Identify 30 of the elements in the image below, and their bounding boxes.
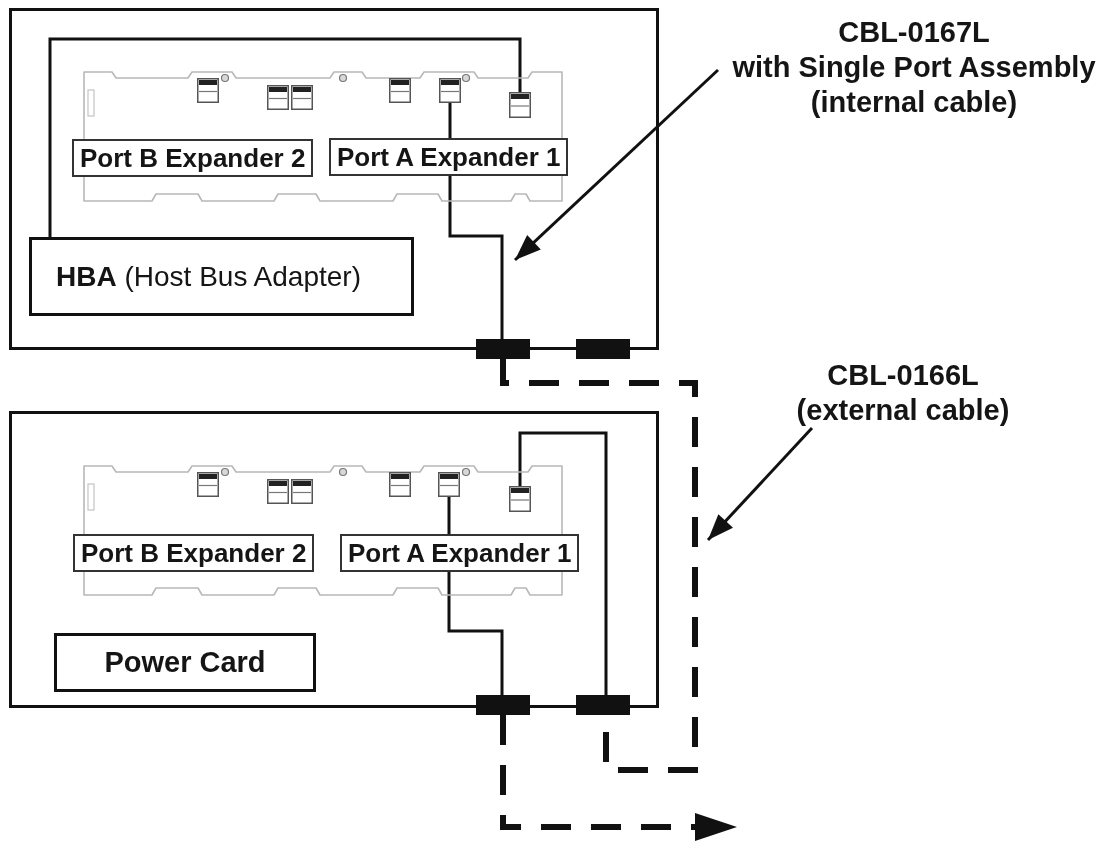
adapter-card: HBA (Host Bus Adapter) bbox=[29, 237, 414, 316]
cable-line bbox=[447, 497, 451, 534]
chassis-outline bbox=[9, 8, 659, 350]
port-label: Port A Expander 1 bbox=[340, 534, 580, 572]
cable-description-label: (external cable) bbox=[796, 393, 1010, 428]
cable-line bbox=[48, 37, 522, 237]
connector-icon bbox=[439, 78, 461, 103]
cable-line bbox=[518, 431, 608, 695]
connector-icon bbox=[438, 472, 460, 497]
external-cable bbox=[500, 359, 698, 773]
external-port-icon bbox=[476, 695, 530, 715]
external-port-icon bbox=[576, 695, 630, 715]
cable-description-label: with Single Port Assembly (internal cable) bbox=[731, 50, 1097, 120]
leader-arrow bbox=[706, 427, 814, 541]
connector-icon bbox=[509, 92, 531, 118]
port-label: Port A Expander 1 bbox=[329, 138, 569, 176]
external-cable bbox=[500, 715, 737, 841]
leader-arrow bbox=[513, 68, 720, 262]
external-port-icon bbox=[476, 339, 530, 359]
port-label: Port B Expander 2 bbox=[72, 139, 314, 177]
port-label: Port B Expander 2 bbox=[73, 534, 315, 572]
external-port-icon bbox=[576, 339, 630, 359]
cable-line bbox=[447, 572, 504, 695]
cable-line bbox=[448, 176, 504, 339]
power-card: Power Card bbox=[54, 633, 316, 692]
chassis-outline bbox=[9, 411, 659, 708]
cable-line bbox=[448, 103, 452, 138]
part-number-label: CBL-0167L bbox=[838, 15, 990, 50]
part-number-label: CBL-0166L bbox=[827, 358, 979, 393]
connector-icon bbox=[509, 486, 531, 512]
